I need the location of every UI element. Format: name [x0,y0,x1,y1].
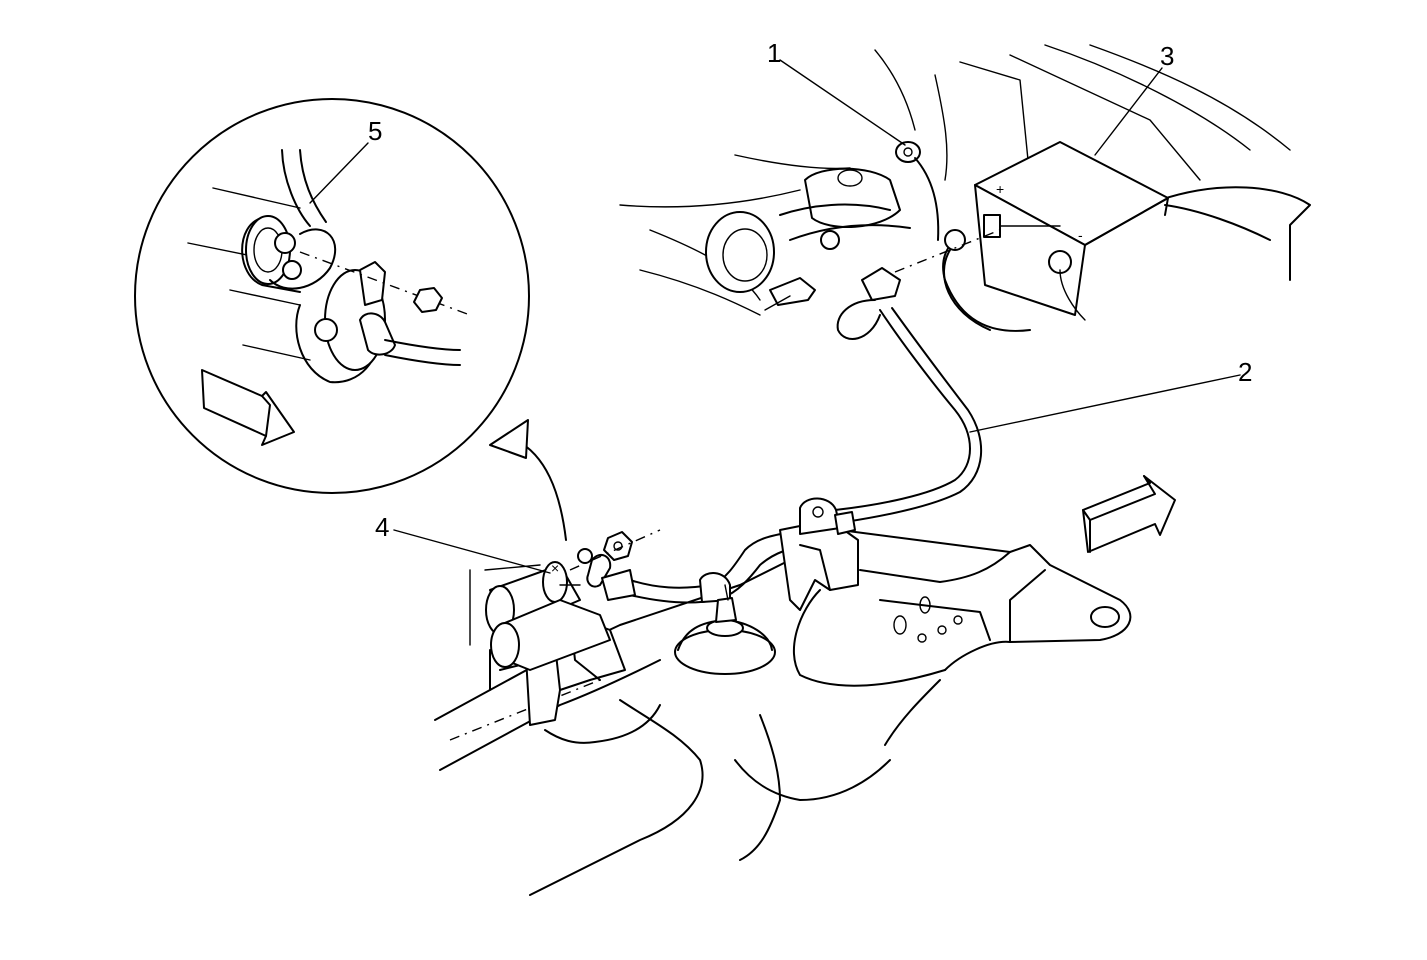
battery-positive-symbol: + [996,181,1004,197]
battery-negative-symbol: - [1078,227,1083,243]
callout-2: 2 [1238,357,1252,387]
leader-line-3 [1094,67,1163,156]
callout-labels: 1 2 3 4 5 [368,38,1252,542]
detail-circle [134,98,530,494]
direction-arrow-front [1082,475,1176,553]
battery: + - [974,141,1169,321]
leader-line-1 [779,59,906,146]
magnify-arrow [489,419,567,541]
callout-4: 4 [375,512,389,542]
starter-motor: × [469,529,661,671]
leader-lines [309,59,1241,574]
callout-5: 5 [368,116,382,146]
ground-terminal [895,141,940,241]
callout-1: 1 [767,38,781,68]
leader-line-2 [969,374,1241,433]
leader-line-4 [393,529,551,574]
detail-view-starter-terminal [134,98,530,494]
engine-compartment [619,44,1311,316]
callout-3: 3 [1160,41,1174,71]
leader-line-5 [309,142,369,204]
frame-crossmember [434,497,1132,896]
svg-text:×: × [551,560,559,576]
